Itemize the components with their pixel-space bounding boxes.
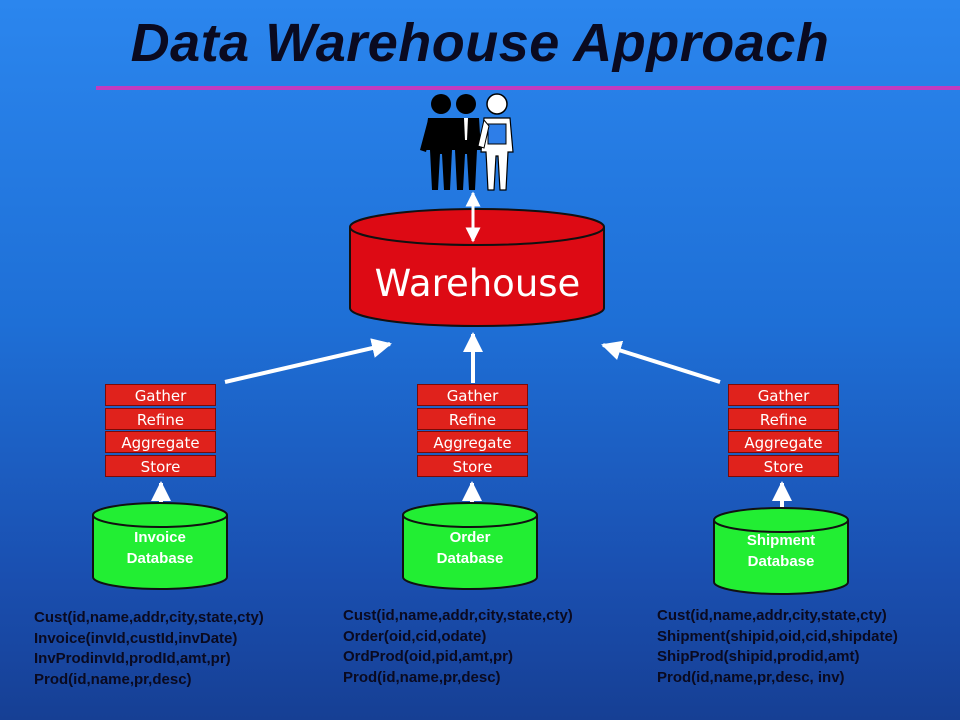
gather-step: Gather [728,384,839,406]
title-divider [96,86,960,90]
schema-line: Prod(id,name,pr,desc) [34,670,192,688]
db-label-line: Database [436,550,504,567]
invoice-schema: Cust(id,name,addr,city,state,cty) Invoic… [34,608,264,690]
order-database-label: Order Database [403,527,537,569]
schema-line: Cust(id,name,addr,city,state,cty) [657,607,887,624]
db-label-line: Database [126,550,194,567]
schema-line: Order(oid,cid,odate) [343,627,487,645]
invoice-process-stack: Gather Refine Aggregate Store [105,384,216,478]
gather-step: Gather [105,384,216,406]
order-process-stack: Gather Refine Aggregate Store [417,384,528,478]
schema-line: Shipment(shipid,oid,cid,shipdate) [657,627,898,645]
order-database-cylinder [402,502,538,590]
warehouse-label: Warehouse [374,262,581,305]
db-label-line: Database [747,553,815,570]
store-step: Store [728,454,839,477]
schema-line: OrdProd(oid,pid,amt,pr) [343,648,513,665]
schema-line: Cust(id,name,addr,city,state,cty) [343,607,573,624]
store-step: Store [417,454,528,477]
schema-line: Cust(id,name,addr,city,state,cty) [34,609,264,626]
schema-line: Prod(id,name,pr,desc, inv) [657,668,845,686]
shipment-to-warehouse-arrow [601,340,721,384]
shipment-database-cylinder [713,507,849,595]
aggregate-step: Aggregate [417,431,528,453]
refine-step: Refine [105,407,216,430]
db-label-line: Invoice [134,529,186,546]
order-schema: Cust(id,name,addr,city,state,cty) Order(… [343,606,573,688]
refine-step: Refine [728,407,839,430]
users-icon [420,93,514,191]
schema-line: ShipProd(shipid,prodid,amt) [657,648,860,665]
shipment-schema: Cust(id,name,addr,city,state,cty) Shipme… [657,606,898,688]
db-label-line: Shipment [746,532,816,549]
aggregate-step: Aggregate [105,431,216,453]
shipment-database-label: Shipment Database [714,530,848,572]
shipment-process-stack: Gather Refine Aggregate Store [728,384,839,478]
refine-step: Refine [417,407,528,430]
gather-step: Gather [417,384,528,406]
page-title: Data Warehouse Approach [130,13,830,73]
invoice-database-cylinder [92,502,228,590]
aggregate-step: Aggregate [728,431,839,453]
schema-line: Prod(id,name,pr,desc) [343,668,501,686]
schema-line: Invoice(invId,custId,invDate) [34,629,238,647]
db-label-line: Order [449,529,491,546]
invoice-to-warehouse-arrow [224,338,392,384]
store-step: Store [105,454,216,477]
invoice-database-label: Invoice Database [93,527,227,569]
schema-line: InvProdinvId,prodId,amt,pr) [34,650,231,667]
